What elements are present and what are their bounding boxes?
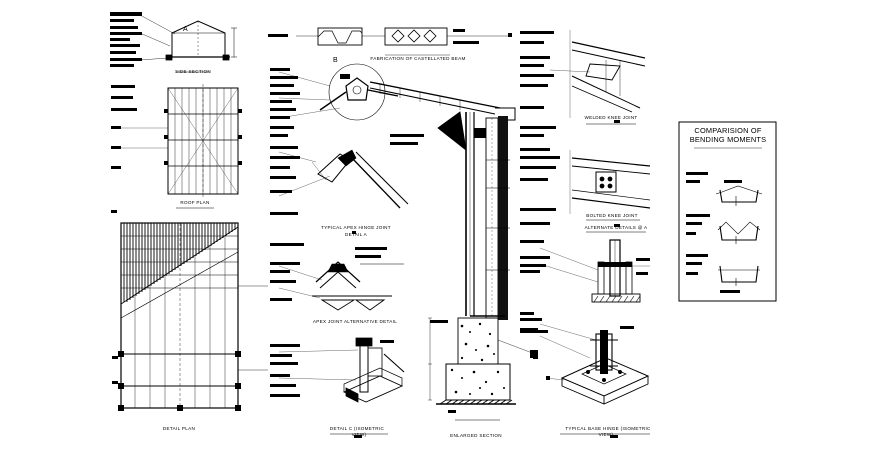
legend-title-line-1: COMPARISION OF [694,126,762,135]
detail-plan-columns [112,351,241,411]
enlarged-section-tags [390,106,560,413]
caption-bolted-knee: BOLTED KNEE JOINT [586,213,638,218]
legend-title-line-2: BENDING MOMENTS [689,135,767,144]
side-section-detail [139,14,237,73]
detail-c-isometric [278,337,405,435]
welded-knee-joint [549,30,646,125]
caption-base-hinge-view: VIEW) [598,432,614,437]
bolted-knee-tags [614,224,620,227]
marker-a: A [183,26,188,33]
caption-detail-c-view: VIEW) [351,432,367,437]
caption-castellated-beam: FABRICATION OF CASTELLATED BEAM [370,56,466,61]
bending-moments-tags [686,172,742,293]
welded-knee-tags [520,56,620,123]
bending-moments-legend [678,121,777,302]
detail-c-tags [270,340,394,438]
detail-plan-detail [120,222,268,409]
alternate-detail-tags [520,240,650,275]
apex-detail-b [278,63,516,121]
base-hinge-isometric [539,323,650,435]
caption-roof-plan: ROOF PLAN [180,200,210,205]
enlarged-section [428,111,536,421]
caption-enlarged-section: ENLARGED SECTION [450,433,502,438]
caption-apex-joint: TYPICAL APEX HINGE JOINT [321,225,391,230]
caption-side-section: SIDE SECTION [174,69,212,74]
base-hinge-tags [520,318,634,438]
legend-title: COMPARISION OF BENDING MOMENTS [680,126,776,144]
caption-apex-alternative: APEX JOINT ALTERNATIVE DETAIL [312,319,398,324]
caption-alternate-detail: ALTERNATE DETAILS @ A [584,225,648,230]
apex-hinge-joint-tags [270,146,356,234]
apex-alternative-tags [270,243,387,301]
caption-detail-a: DETAIL A [344,232,368,237]
roof-plan-detail [120,84,239,209]
caption-detail-c: DETAIL C (ISOMETRIC [329,426,385,431]
apex-detail-b-tags [270,68,350,137]
castellated-beam-detail [296,27,508,56]
caption-detail-plan: DETAIL PLAN [162,426,196,431]
roof-plan-tags [111,85,242,213]
castellated-beam-tags [268,29,554,44]
marker-b: B [333,57,338,64]
alternate-detail-a [539,231,650,303]
caption-base-hinge: TYPICAL BASE HINGE (ISOMETRIC [565,426,651,431]
caption-welded-knee: WELDED KNEE JOINT [584,115,638,120]
bolted-knee-joint [569,150,651,221]
side-section-tags [110,12,142,67]
apex-alternative-detail [278,261,404,311]
